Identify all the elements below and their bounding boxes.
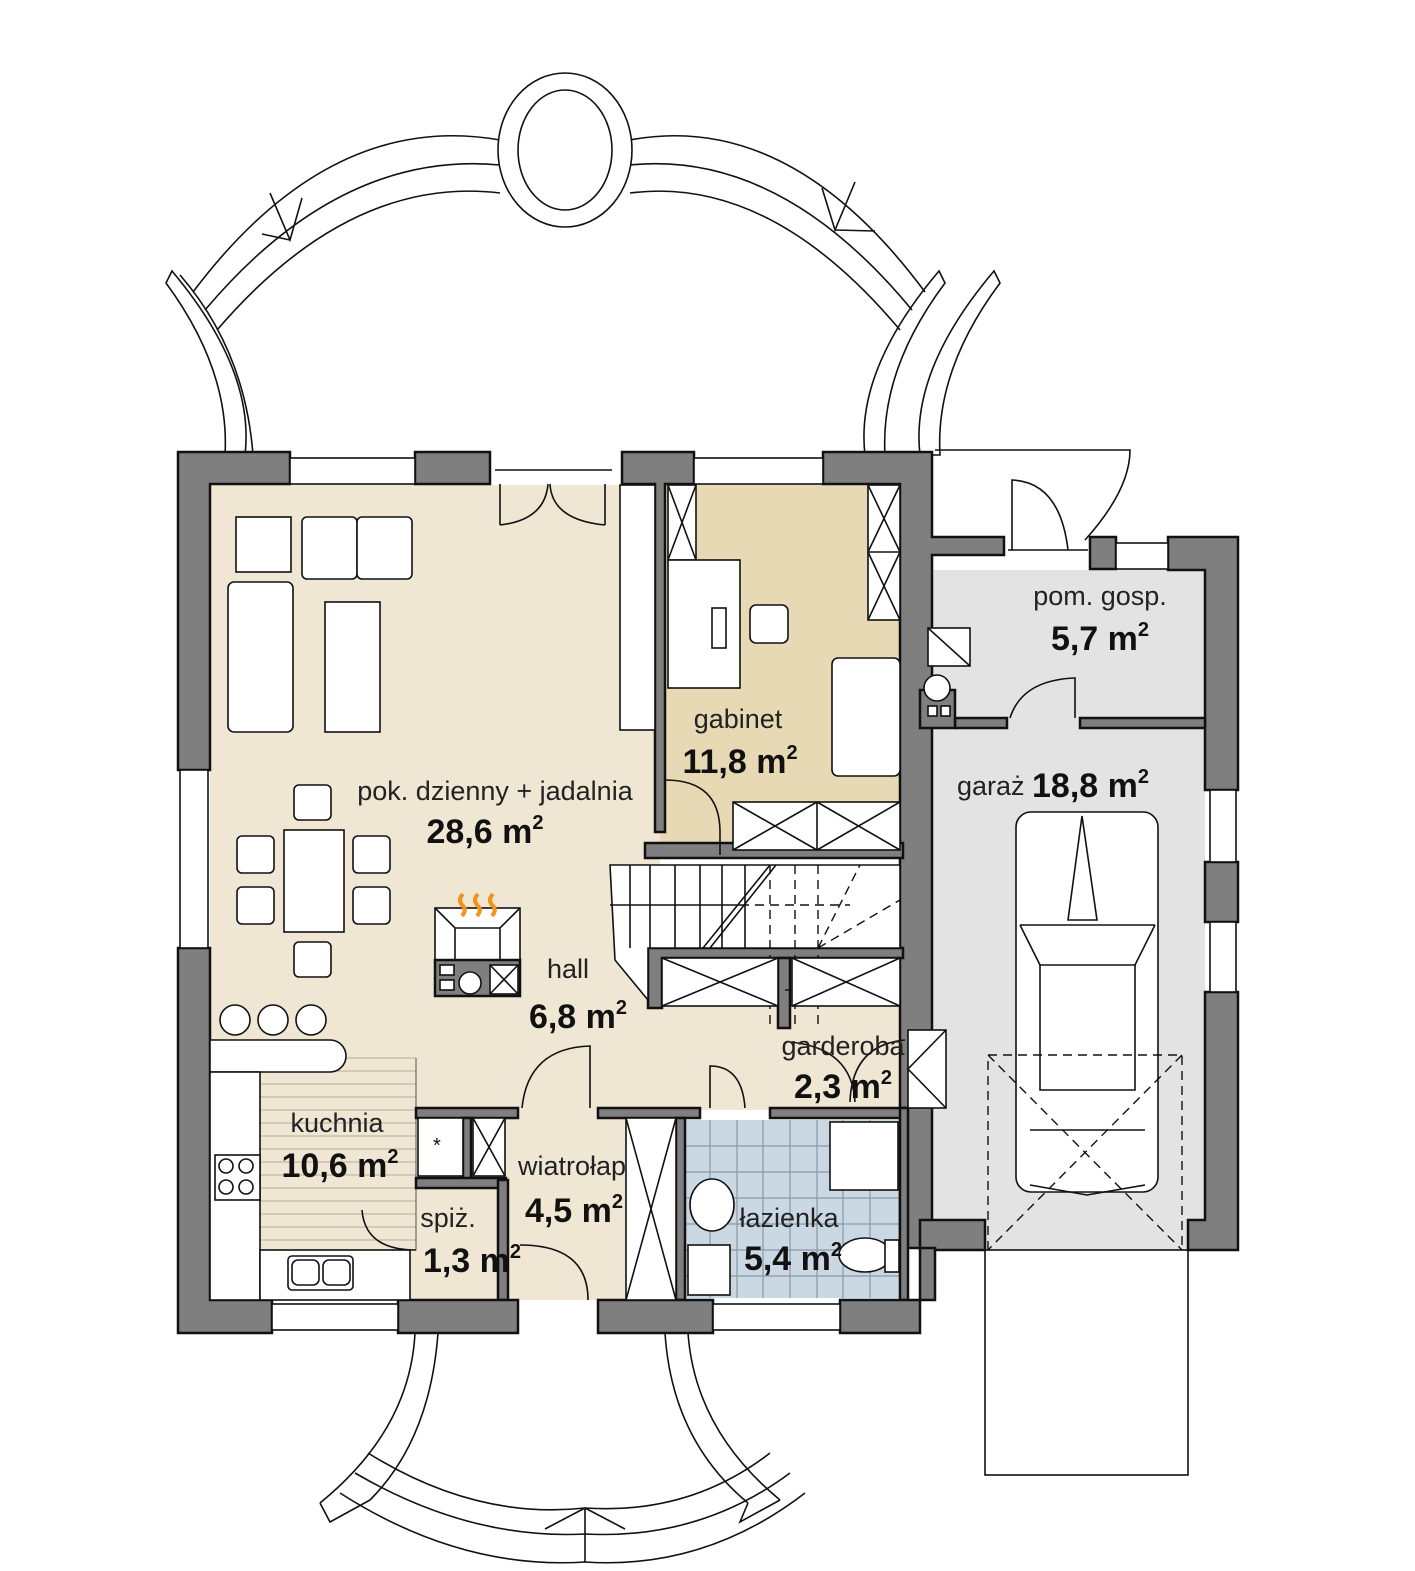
svg-text:garaż: garaż [957,771,1025,801]
walls [176,450,1240,1335]
svg-text:5,4 m2: 5,4 m2 [744,1239,842,1278]
svg-text:*: * [433,1135,441,1157]
room-label-bathroom: łazienka 5,4 m2 [739,1203,842,1278]
room-label-study: gabinet 11,8 m2 [682,704,797,781]
room-label-vestibule: wiatrołap 4,5 m2 [517,1151,626,1230]
svg-text:5,7 m2: 5,7 m2 [1051,619,1149,658]
svg-text:pom. gosp.: pom. gosp. [1033,581,1167,611]
svg-text:hall: hall [547,954,589,984]
svg-text:kuchnia: kuchnia [290,1108,384,1138]
top-pergola [165,72,1001,456]
room-label-kitchen: kuchnia 10,6 m2 [282,1108,399,1185]
entrance-pergola [319,1332,806,1564]
windows [179,457,1237,1331]
fireplace-icon [433,892,522,998]
svg-text:1,3 m2: 1,3 m2 [423,1241,521,1280]
room-label-hall: hall 6,8 m2 [529,954,627,1036]
kitchen-furniture: * [209,1004,506,1301]
bathroom-fixtures [687,1121,900,1296]
svg-text:garderoba: garderoba [781,1031,905,1061]
svg-text:10,6 m2: 10,6 m2 [282,1146,399,1185]
svg-text:28,6 m2: 28,6 m2 [427,812,544,851]
svg-text:gabinet: gabinet [694,704,783,734]
svg-text:2,3 m2: 2,3 m2 [794,1067,892,1106]
room-label-utility: pom. gosp. 5,7 m2 [1033,581,1167,658]
driveway [984,1249,1189,1476]
svg-text:łazienka: łazienka [739,1203,839,1233]
room-label-living: pok. dzienny + jadalnia 28,6 m2 [357,776,633,851]
doors [361,449,1131,1301]
vestibule-wardrobe [625,1029,947,1301]
svg-text:6,8 m2: 6,8 m2 [529,997,627,1036]
room-label-pantry: spiż. 1,3 m2 [420,1203,521,1280]
svg-text:18,8 m2: 18,8 m2 [1032,766,1149,805]
svg-text:wiatrołap: wiatrołap [517,1151,626,1181]
room-label-garage: garaż 18,8 m2 [957,766,1149,805]
utility-fixtures [923,627,971,717]
room-label-wardrobe: garderoba 2,3 m2 [781,1031,905,1106]
living-furniture [227,484,656,978]
svg-text:spiż.: spiż. [420,1203,476,1233]
svg-text:pok. dzienny + jadalnia: pok. dzienny + jadalnia [357,776,633,806]
svg-text:4,5 m2: 4,5 m2 [525,1191,623,1230]
staircase [609,864,901,1030]
svg-text:11,8 m2: 11,8 m2 [682,742,797,781]
study-furniture [667,484,901,851]
car-icon [987,811,1183,1251]
